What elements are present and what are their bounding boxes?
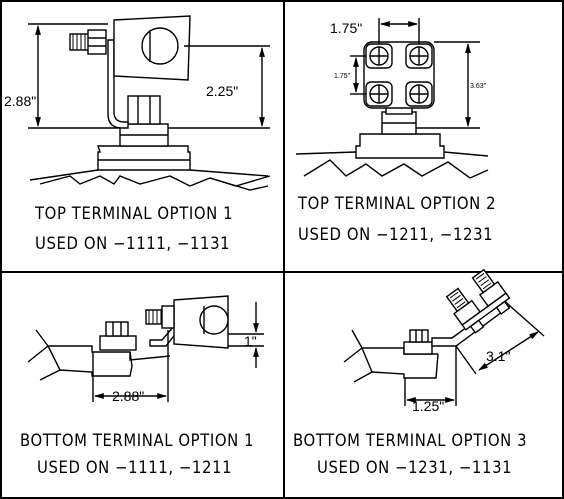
br-diag-dim-label: 3.1" xyxy=(486,348,510,364)
tr-height-dim-label: 3.63" xyxy=(470,83,487,90)
top-terminal-option-1-drawing xyxy=(28,15,271,191)
tl-caption-usage: USED ON −1111, −1131 xyxy=(35,234,231,253)
bottom-terminal-option-3-drawing xyxy=(343,268,545,406)
tr-caption-title: TOP TERMINAL OPTION 2 xyxy=(298,194,497,213)
tr-caption-usage: USED ON −1211, −1231 xyxy=(298,225,494,244)
bl-caption-title: BOTTOM TERMINAL OPTION 1 xyxy=(20,431,255,450)
bottom-terminal-option-1-drawing xyxy=(27,295,264,402)
tl-drop-dim-label: 2.25" xyxy=(206,83,238,99)
bl-caption-usage: USED ON −1111, −1211 xyxy=(37,458,233,477)
tr-spacing-dim-label: 1.75" xyxy=(334,73,351,80)
tl-caption-title: TOP TERMINAL OPTION 1 xyxy=(35,204,234,223)
br-width-dim-label: 1.25" xyxy=(412,398,444,414)
tr-width-dim-label: 1.75" xyxy=(330,20,362,36)
bl-offset-dim-label: 1" xyxy=(244,333,257,349)
br-caption-usage: USED ON −1231, −1131 xyxy=(317,458,513,477)
br-caption-title: BOTTOM TERMINAL OPTION 3 xyxy=(293,431,528,450)
top-terminal-option-2-drawing xyxy=(295,18,489,179)
bl-width-dim-label: 2.88" xyxy=(112,388,144,404)
tl-height-dim-label: 2.88" xyxy=(4,93,36,109)
